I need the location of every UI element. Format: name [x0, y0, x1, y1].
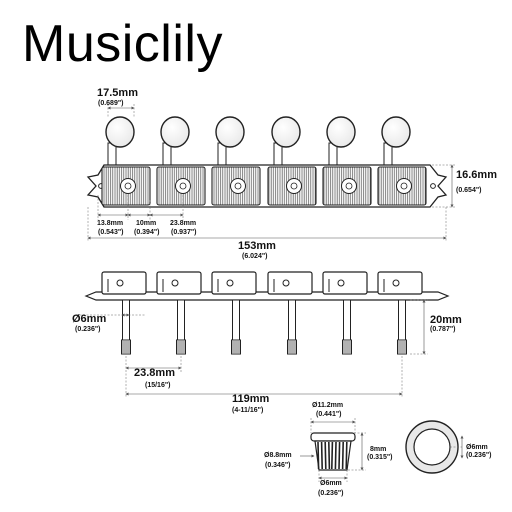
- side-view: [76, 271, 450, 398]
- gear-post-center: [400, 182, 408, 190]
- post-spacing-top-mm: 23.8mm: [170, 220, 196, 227]
- post-height-mm: 20mm: [430, 314, 462, 326]
- gear-post-center: [234, 182, 242, 190]
- tuner-button: [381, 116, 411, 148]
- side-housing: [211, 271, 257, 295]
- post-to-gap-in: (0.394"): [134, 229, 160, 236]
- tuner-button: [326, 116, 356, 148]
- side-screw: [337, 279, 345, 287]
- post-tip: [397, 339, 407, 355]
- gear-post-center: [179, 182, 187, 190]
- sealed-bushing-icon: [300, 418, 464, 482]
- edge-to-post-mm: 13.8mm: [97, 220, 123, 227]
- plate-height-mm: 16.6mm: [456, 169, 497, 181]
- side-housing: [267, 271, 313, 295]
- button-width-in: (0.689"): [98, 100, 124, 107]
- bushing-bottom-diameter-mm: Ø6mm: [320, 480, 342, 487]
- post-tip: [121, 339, 131, 355]
- post-tip: [287, 339, 297, 355]
- post-tip: [231, 339, 241, 355]
- mount-hole: [430, 183, 436, 189]
- post-height-in: (0.787"): [430, 326, 456, 333]
- tuner-button: [271, 116, 301, 148]
- string-post: [288, 299, 296, 341]
- post-tip: [176, 339, 186, 355]
- bushing-bottom-diameter-in: (0.236"): [318, 490, 344, 497]
- bushing-ring-inner: [413, 428, 451, 466]
- side-screw: [392, 279, 400, 287]
- bushing-top-diameter-in: (0.441"): [316, 411, 342, 418]
- bushing-body-diameter-in: (0.346"): [265, 462, 291, 469]
- side-screw: [116, 279, 124, 287]
- side-screw: [171, 279, 179, 287]
- top-view: [86, 104, 456, 242]
- span-mm: 119mm: [232, 393, 270, 405]
- tuner-button: [105, 116, 135, 148]
- string-post: [232, 299, 240, 341]
- edge-to-post-in: (0.543"): [98, 229, 124, 236]
- gear-post-center: [345, 182, 353, 190]
- post-to-gap-mm: 10mm: [136, 220, 156, 227]
- side-housing: [377, 271, 423, 295]
- side-housing: [322, 271, 368, 295]
- tuner-button: [160, 116, 190, 148]
- bushing-height-in: (0.315"): [367, 454, 393, 461]
- side-post-spacing-mm: 23.8mm: [134, 367, 175, 379]
- total-length-in: (6.024"): [242, 253, 268, 260]
- tuner-button: [215, 116, 245, 148]
- bushing-inner-diameter-mm: Ø6mm: [466, 444, 488, 451]
- side-screw: [282, 279, 290, 287]
- post-tip: [342, 339, 352, 355]
- bushing-inner-diameter-in: (0.236"): [466, 452, 492, 459]
- post-spacing-top-in: (0.937"): [171, 229, 197, 236]
- plate-height-in: (0.654"): [456, 187, 482, 194]
- post-diameter-mm: Ø6mm: [72, 313, 106, 325]
- side-screw: [226, 279, 234, 287]
- brand-logo-text: Musiclily: [22, 15, 223, 73]
- button-width-mm: 17.5mm: [97, 87, 138, 99]
- string-post: [343, 299, 351, 341]
- side-housing: [101, 271, 147, 295]
- string-post: [122, 299, 130, 341]
- bushing-flange: [310, 432, 356, 442]
- gear-post-center: [290, 182, 298, 190]
- side-post-spacing-in: (15/16"): [145, 382, 171, 389]
- bushing-height-mm: 8mm: [370, 446, 386, 453]
- bushing-top-diameter-mm: Ø11.2mm: [312, 402, 343, 409]
- string-post: [177, 299, 185, 341]
- span-in: (4-11/16"): [232, 407, 263, 414]
- bushing-body-diameter-mm: Ø8.8mm: [264, 452, 292, 459]
- post-diameter-in: (0.236"): [75, 326, 101, 333]
- string-post: [398, 299, 406, 341]
- gear-post-center: [124, 182, 132, 190]
- side-housing: [156, 271, 202, 295]
- total-length-mm: 153mm: [238, 240, 276, 252]
